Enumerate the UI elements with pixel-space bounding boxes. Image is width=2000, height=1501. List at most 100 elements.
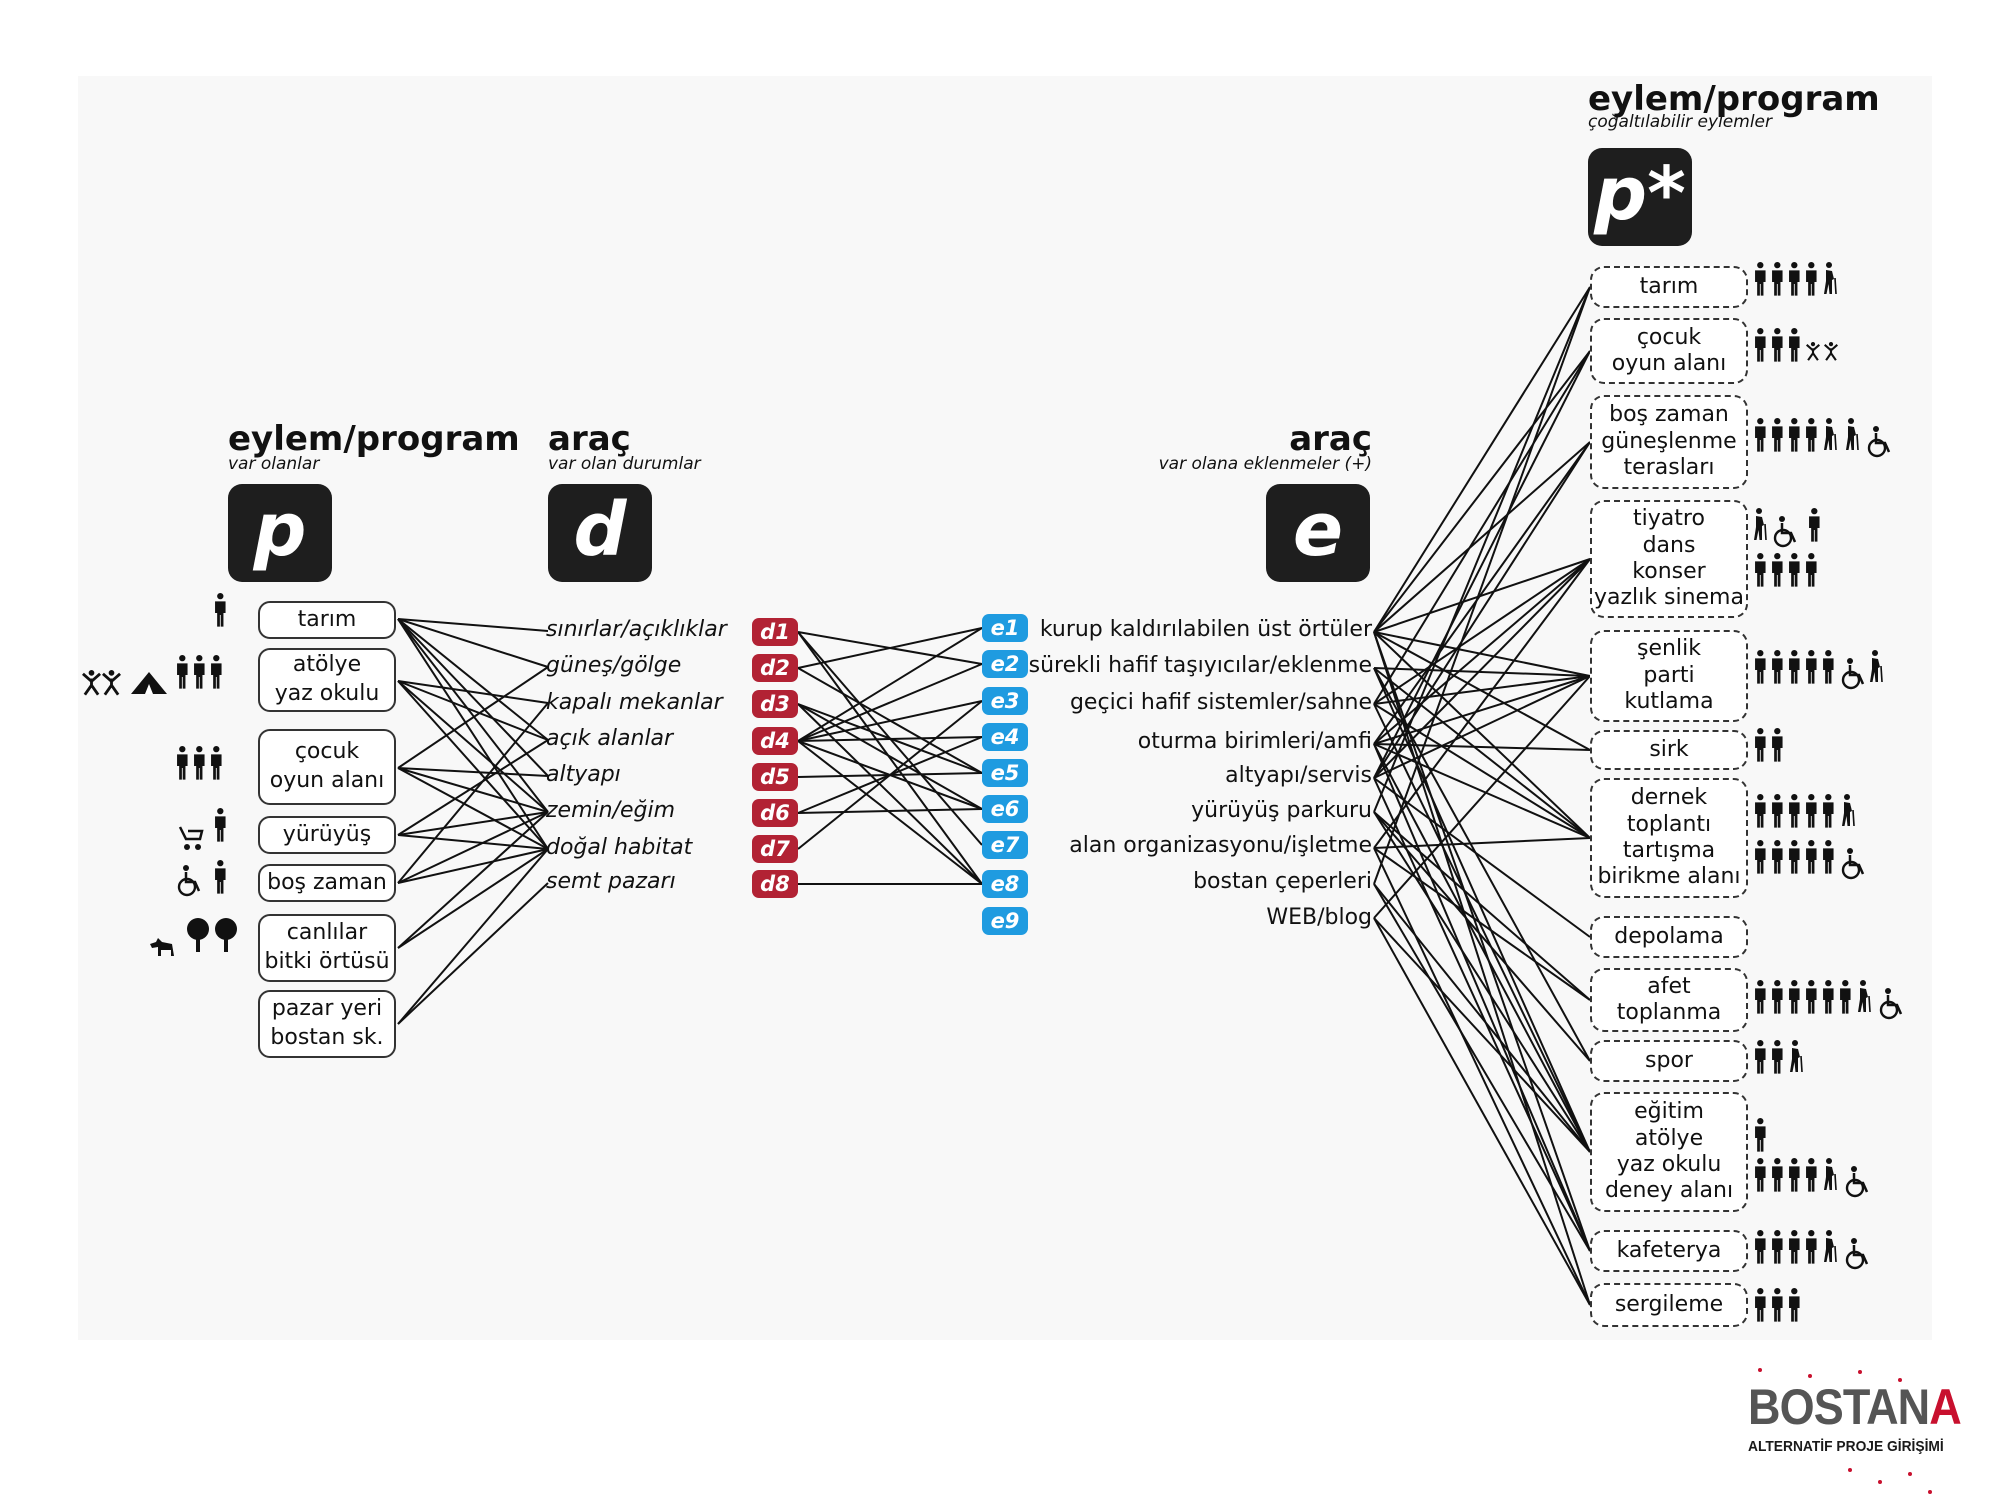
person-icon xyxy=(1806,980,1817,1014)
e-tag: e6 xyxy=(982,795,1028,823)
tree-icon xyxy=(187,918,209,952)
pstar-item: sergileme xyxy=(1590,1283,1748,1327)
e-label: alan organizasyonu/işletme xyxy=(1069,833,1372,858)
pstar-item-label: sergileme xyxy=(1614,1291,1724,1317)
connector-line xyxy=(797,700,983,850)
connector-line xyxy=(1373,811,1591,1153)
d-label: açık alanlar xyxy=(546,726,674,751)
pstar-item-label: afet toplanma xyxy=(1616,973,1722,1025)
d-column-title: araç xyxy=(548,419,631,459)
e-label-text: sürekli hafif taşıyıcılar/eklenme xyxy=(1028,653,1372,678)
pstar-item-label: sirk xyxy=(1649,736,1689,762)
logo-dot xyxy=(1848,1468,1852,1472)
logo-dot xyxy=(1878,1480,1882,1484)
stroller-icon xyxy=(178,826,204,850)
person-icon xyxy=(1789,794,1800,828)
person-icon xyxy=(1823,650,1834,684)
p-column-subtitle: var olanlar xyxy=(228,454,320,474)
connector-line xyxy=(1373,777,1591,1252)
logo-dot xyxy=(1928,1490,1932,1494)
pstar-item-label: dernek toplantı tartışma birikme alanı xyxy=(1597,785,1741,890)
person-icon xyxy=(1806,262,1817,296)
pstar-item: eğitim atölye yaz okulu deney alanı xyxy=(1590,1092,1748,1212)
pstar-item: spor xyxy=(1590,1040,1748,1082)
p-item-pazar: pazar yeri bostan sk. xyxy=(258,990,396,1058)
d-tag: d7 xyxy=(752,835,798,863)
d-label: zemin/eğim xyxy=(546,798,676,823)
connector-line xyxy=(1373,777,1591,938)
connector-line xyxy=(1373,631,1591,677)
connector-line xyxy=(797,700,983,742)
wheelchair-icon xyxy=(1845,1166,1869,1198)
person-icon xyxy=(1789,650,1800,684)
elderly-person-icon xyxy=(1754,508,1767,541)
p-item-bos-zaman: boş zaman xyxy=(258,864,396,902)
p-item-cocuk: çocuk oyun alanı xyxy=(258,729,396,805)
pstar-item-label: boş zaman güneşlenme terasları xyxy=(1601,402,1737,481)
d-tag: d3 xyxy=(752,690,798,718)
connector-line xyxy=(1373,883,1591,1252)
connector-line xyxy=(1373,631,1591,839)
connector-line xyxy=(1373,811,1591,1001)
connector-line xyxy=(1373,558,1591,779)
logo-brand: BOSTANA xyxy=(1748,1378,1962,1436)
pstar-item-label: çocuk oyun alanı xyxy=(1611,324,1727,376)
p-item-label: canlılar bitki örtüsü xyxy=(264,920,390,974)
person-icon xyxy=(1789,1158,1800,1192)
d-tag: d1 xyxy=(752,618,798,646)
jumping-child-icon xyxy=(102,670,121,696)
person-icon xyxy=(211,746,222,780)
person-icon xyxy=(194,655,205,689)
connector-line xyxy=(397,618,549,813)
pstar-item: şenlik parti kutlama xyxy=(1590,630,1748,722)
e-tag: e1 xyxy=(982,614,1028,642)
person-icon xyxy=(1772,650,1783,684)
pstar-item: çocuk oyun alanı xyxy=(1590,318,1748,384)
d-tag: d8 xyxy=(752,870,798,898)
connector-line xyxy=(397,811,549,884)
d-badge: d xyxy=(548,484,652,582)
elderly-person-icon xyxy=(1846,418,1859,451)
connector-line xyxy=(1373,441,1591,745)
e-tag: e5 xyxy=(982,759,1028,787)
connector-line xyxy=(397,848,549,949)
person-icon xyxy=(1755,553,1766,587)
person-icon xyxy=(1755,1118,1766,1152)
dog-icon xyxy=(150,938,174,956)
connector-line xyxy=(397,666,549,769)
connector-line xyxy=(1373,350,1591,633)
connector-line xyxy=(397,811,549,949)
connector-line xyxy=(1373,811,1591,1062)
connector-line xyxy=(1373,286,1591,633)
pstar-item-label: kafeterya xyxy=(1616,1237,1722,1263)
p-star-badge: p* xyxy=(1588,148,1692,246)
logo-tagline: ALTERNATİF PROJE GİRİŞİMİ xyxy=(1748,1438,1944,1455)
connector-line xyxy=(1373,743,1591,1153)
d-tag: d6 xyxy=(752,799,798,827)
person-icon xyxy=(1809,508,1820,542)
person-icon xyxy=(1772,840,1783,874)
connector-line xyxy=(1373,675,1591,705)
wheelchair-icon xyxy=(1845,1238,1869,1270)
elderly-person-icon xyxy=(1824,1158,1837,1191)
person-icon xyxy=(1755,794,1766,828)
connector-line xyxy=(1373,675,1591,779)
pstar-item-label: şenlik parti kutlama xyxy=(1624,636,1714,715)
person-icon xyxy=(1755,728,1766,762)
person-icon xyxy=(1823,980,1834,1014)
connector-line xyxy=(1373,558,1591,849)
elderly-person-icon xyxy=(1858,980,1871,1013)
e-label: geçici hafif sistemler/sahne xyxy=(1069,690,1372,715)
e-label: WEB/blog xyxy=(1266,905,1372,930)
p-item-yuruyus: yürüyüş xyxy=(258,816,396,854)
wheelchair-icon xyxy=(1867,426,1891,458)
person-icon xyxy=(1806,840,1817,874)
person-icon xyxy=(1806,1158,1817,1192)
person-icon xyxy=(1789,1230,1800,1264)
connector-line xyxy=(397,848,549,884)
p-item-label: tarım xyxy=(297,606,357,632)
connector-line xyxy=(1373,837,1591,849)
connector-line xyxy=(397,680,549,850)
